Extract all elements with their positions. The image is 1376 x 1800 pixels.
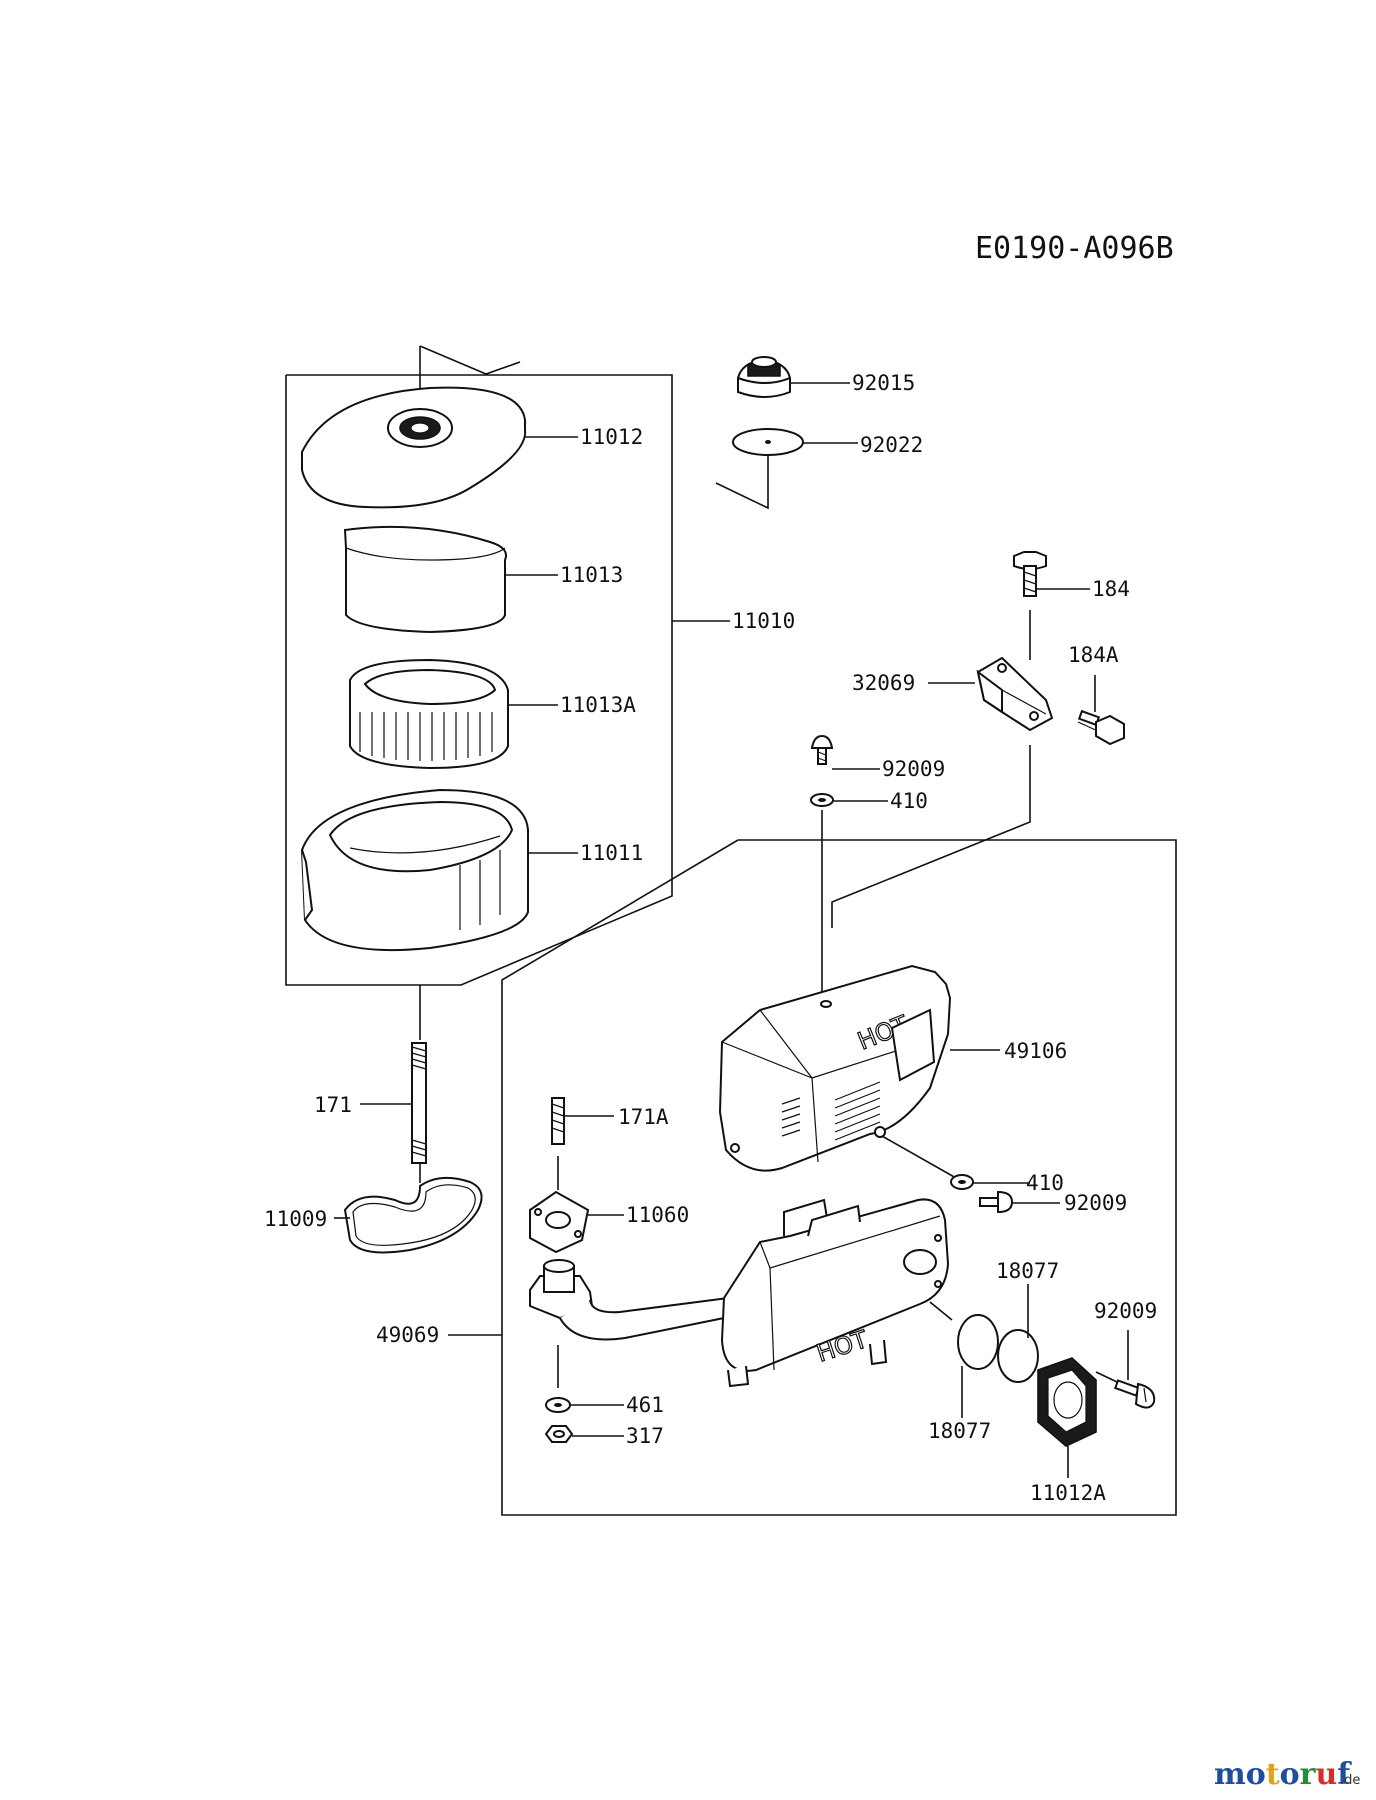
air-cleaner-gasket (343, 1176, 483, 1254)
label-49069: 49069 (376, 1323, 439, 1347)
label-171: 171 (314, 1093, 352, 1117)
label-184a: 184A (1068, 643, 1119, 667)
label-11013: 11013 (560, 563, 623, 587)
wm-letter-2: t (1266, 1757, 1280, 1792)
label-317: 317 (626, 1424, 664, 1448)
spark-arrester-plate-b (997, 1329, 1039, 1383)
screw-92009-upper (810, 734, 834, 765)
label-11013a: 11013A (560, 693, 636, 717)
wm-letter-3: o (1280, 1757, 1300, 1792)
watermark-logo: motoruf (1214, 1757, 1352, 1792)
label-11009: 11009 (264, 1207, 327, 1231)
label-18077-bottom: 18077 (928, 1419, 991, 1443)
wm-letter-6: f (1337, 1757, 1352, 1792)
screw-92009-lower (979, 1190, 1014, 1214)
label-11010: 11010 (732, 609, 795, 633)
label-171a: 171A (618, 1105, 669, 1129)
label-32069: 32069 (852, 671, 915, 695)
motoruf-watermark: motoruf .de (1214, 1757, 1360, 1792)
lock-washer-461 (545, 1397, 571, 1413)
oil-cap (736, 356, 792, 398)
muffler: HOT (529, 1198, 950, 1388)
label-11012: 11012 (580, 425, 643, 449)
label-92015: 92015 (852, 371, 915, 395)
wm-letter-0: m (1214, 1757, 1246, 1792)
screw-92009-right (1114, 1379, 1156, 1409)
pre-cleaner-element (343, 525, 507, 634)
label-18077-top: 18077 (996, 1259, 1059, 1283)
washer-410-upper (810, 793, 834, 807)
muffler-cover: HOT (718, 964, 952, 1172)
mounting-bracket (976, 656, 1054, 732)
oil-cap-washer (732, 428, 804, 456)
label-410-upper: 410 (890, 789, 928, 813)
paper-element (349, 658, 509, 770)
wm-letter-4: r (1300, 1757, 1317, 1792)
label-410-lower: 410 (1026, 1171, 1064, 1195)
label-92009-upper: 92009 (882, 757, 945, 781)
stud-171a (551, 1097, 565, 1145)
nut-317 (544, 1425, 574, 1443)
spark-arrester-screen (1037, 1357, 1097, 1447)
watermark-suffix: .de (1340, 1773, 1360, 1788)
exhaust-gasket (529, 1190, 590, 1254)
label-461: 461 (626, 1393, 664, 1417)
label-92022: 92022 (860, 433, 923, 457)
stud-bolt (411, 985, 427, 1183)
bolt-184 (1013, 551, 1047, 597)
muffler-group (501, 810, 1177, 1516)
spark-arrester-plate-a (957, 1314, 999, 1370)
diagram-code: E0190-A096B (975, 231, 1174, 266)
label-11011: 11011 (580, 841, 643, 865)
label-92009-lower: 92009 (1064, 1191, 1127, 1215)
wm-letter-1: o (1246, 1757, 1266, 1792)
label-11060: 11060 (626, 1203, 689, 1227)
label-49106: 49106 (1004, 1039, 1067, 1063)
label-11012a: 11012A (1030, 1481, 1106, 1505)
washer-410-lower (950, 1174, 974, 1190)
air-cleaner-cover (300, 386, 527, 509)
label-184: 184 (1092, 577, 1130, 601)
air-cleaner-base (300, 788, 529, 951)
wm-letter-5: u (1315, 1757, 1337, 1792)
label-92009-right: 92009 (1094, 1299, 1157, 1323)
bolt-184a (1077, 675, 1125, 746)
